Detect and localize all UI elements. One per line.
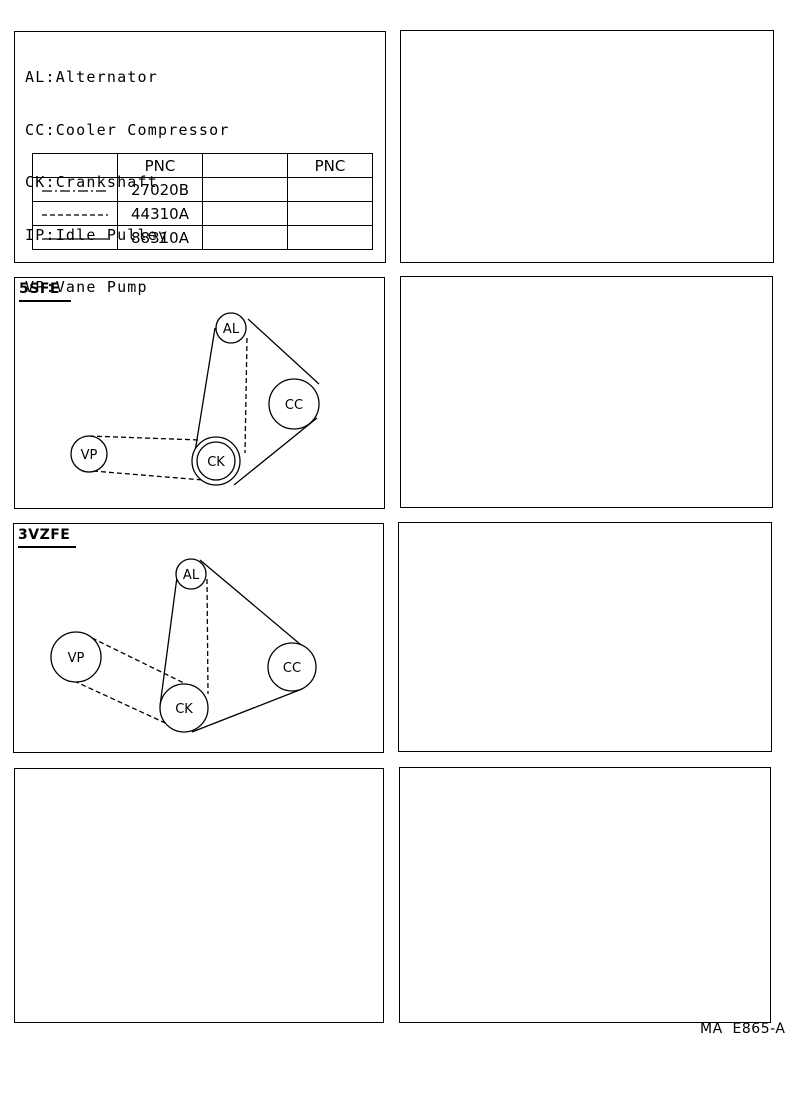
engine-label-underline [18,546,76,548]
cooler-compressor-pulley [267,642,317,692]
cooler-compressor-pulley [268,378,320,430]
abbreviation-al: AL:Alternator [25,68,158,86]
solid-belt-segment [159,576,178,707]
vane-pump-pulley [70,435,108,473]
crankshaft-pulley [159,683,209,733]
dashed-belt-segment [88,435,201,441]
pulley-label-cc: CC [285,398,303,413]
empty-panel-5 [399,767,771,1023]
engine-label-3vzfe: 3VZFE [18,527,71,543]
dash-dot-line-icon [42,189,108,192]
dashed-belt-segment [244,337,248,454]
legend-panel: AL:Alternator CC:Cooler Compressor CK:Cr… [14,31,386,296]
table-row: 88310A [32,225,373,250]
empty-panel-3 [398,522,772,752]
solid-belt-segment [233,417,318,486]
solid-belt-segment [193,327,216,459]
belt-routing-5sfe: AL CC CK VP [70,312,320,486]
header-pnc-1: PNC [117,153,203,178]
pnc-cell: 27020B [117,177,203,202]
alternator-pulley [215,312,247,344]
header-line-col-2 [202,153,288,178]
header-line-col [32,153,118,178]
pnc-cell: 88310A [117,225,203,250]
pulley-label-ck: CK [175,702,193,717]
pulley-label-cc: CC [283,661,301,676]
dashed-belt-segment [92,470,216,482]
vane-pump-pulley [50,631,102,683]
pulley-label-ck: CK [207,455,225,470]
table-row: 27020B [32,177,373,202]
pulley-label-al: AL [183,568,200,583]
pnc-cell: 44310A [117,201,203,226]
pulley-label-vp: VP [68,651,85,666]
engine-label-5sfe: 5SFE [19,281,60,297]
figure-code: MA E865-A [700,1021,786,1037]
pnc-table: PNC PNC 27020B 44310A [32,153,373,250]
pulley-label-al: AL [223,322,240,337]
dashed-belt-segment [73,680,175,728]
pulley-label-vp: VP [81,448,98,463]
belt-diagram-3vzfe: 3VZFE AL CC CK VP [13,523,384,753]
line-sample-dashdot [32,177,118,202]
dashed-line-icon [42,213,108,216]
abbreviation-vp: VP:Vane Pump [25,278,148,296]
empty-panel-2 [400,276,773,508]
solid-belt-segment [247,318,320,385]
solid-belt-segment [199,559,308,651]
alternator-pulley [175,558,207,590]
abbreviation-cc: CC:Cooler Compressor [25,120,230,139]
solid-belt-segment [191,688,303,733]
dashed-belt-segment [206,578,209,695]
empty-panel-4 [14,768,384,1023]
dashed-belt-segment [91,637,195,689]
pnc-table-header: PNC PNC [32,153,373,178]
belt-diagram-5sfe: 5SFE AL CC CK VP [14,277,385,509]
line-sample-solid [32,225,118,250]
belt-routing-3vzfe: AL CC CK VP [50,558,317,733]
engine-label-underline [19,300,71,302]
line-sample-dashed [32,201,118,226]
header-pnc-2: PNC [287,153,373,178]
crankshaft-pulley-inner [196,441,236,481]
table-row: 44310A [32,201,373,226]
empty-panel-1 [400,30,774,263]
solid-line-icon [42,237,108,240]
